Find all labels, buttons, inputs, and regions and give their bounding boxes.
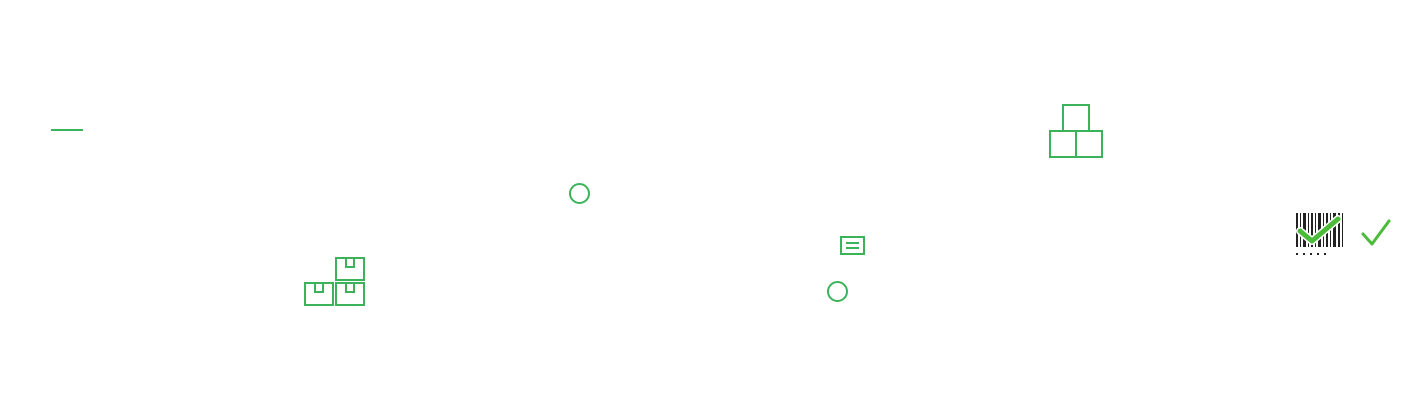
boxes-stack-icon: [1049, 104, 1105, 160]
stacked-packages-icon: [304, 257, 366, 307]
circle-icon: [826, 280, 850, 304]
message-icon: [840, 236, 866, 257]
checkmark-icon: [1360, 218, 1392, 248]
barcode-check-icon: [1294, 211, 1346, 259]
minus-icon: [51, 128, 83, 132]
circle-icon: [568, 182, 592, 206]
